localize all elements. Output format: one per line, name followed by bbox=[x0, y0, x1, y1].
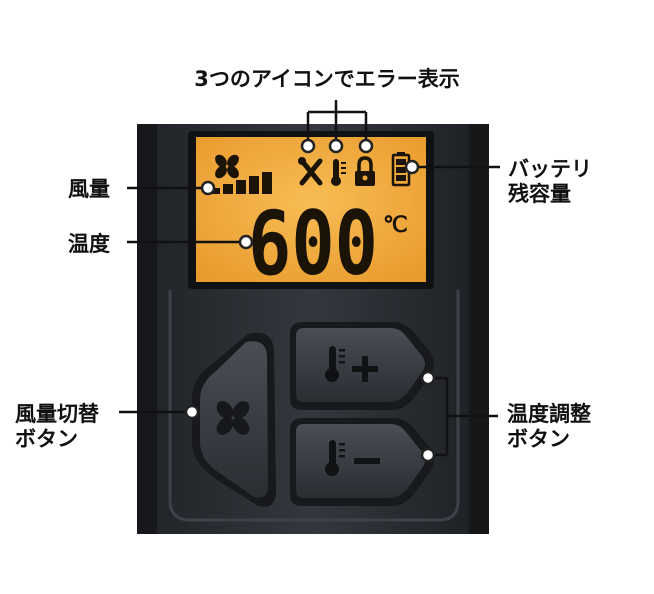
fan-level-bar bbox=[262, 172, 272, 194]
fan-speed-label: 風量 bbox=[68, 177, 110, 201]
temperature-unit: ℃ bbox=[383, 213, 408, 238]
fan-icon bbox=[215, 154, 239, 179]
battery-segment bbox=[396, 159, 406, 165]
fan-button-label-line2: ボタン bbox=[15, 427, 78, 451]
temperature-label: 温度 bbox=[68, 232, 110, 256]
battery-segment bbox=[396, 175, 406, 181]
battery-label-line1: バッテリ bbox=[508, 157, 592, 181]
thermometer-icon bbox=[331, 159, 346, 186]
temp-buttons-label-line2: ボタン bbox=[507, 427, 570, 451]
temperature-up-button[interactable] bbox=[290, 322, 434, 410]
fan-switch-button[interactable] bbox=[192, 332, 276, 507]
fan-button-label-line1: 風量切替 bbox=[15, 402, 99, 426]
fan-level-bar bbox=[210, 188, 220, 194]
fan-level-bar bbox=[223, 184, 233, 194]
lock-icon bbox=[355, 156, 375, 186]
battery-segment bbox=[396, 167, 406, 173]
fan-level-bar bbox=[249, 176, 259, 194]
leader-dots bbox=[184, 138, 436, 463]
fan-level-bar bbox=[236, 180, 246, 194]
lcd-display: 600 ℃ bbox=[188, 131, 434, 295]
battery-label-line2: 残容量 bbox=[508, 182, 571, 206]
tools-icon bbox=[298, 157, 323, 186]
temperature-readout: 600 bbox=[248, 192, 378, 295]
fan-icon bbox=[216, 401, 250, 435]
temperature-down-button[interactable] bbox=[290, 418, 434, 506]
thermometer-plus-icon bbox=[325, 346, 378, 382]
temp-buttons-label-line1: 温度調整 bbox=[507, 402, 591, 426]
thermometer-minus-icon bbox=[325, 440, 380, 476]
error-icons-label: 3つのアイコンでエラー表示 bbox=[194, 67, 460, 91]
fan-level-bars bbox=[210, 172, 272, 194]
